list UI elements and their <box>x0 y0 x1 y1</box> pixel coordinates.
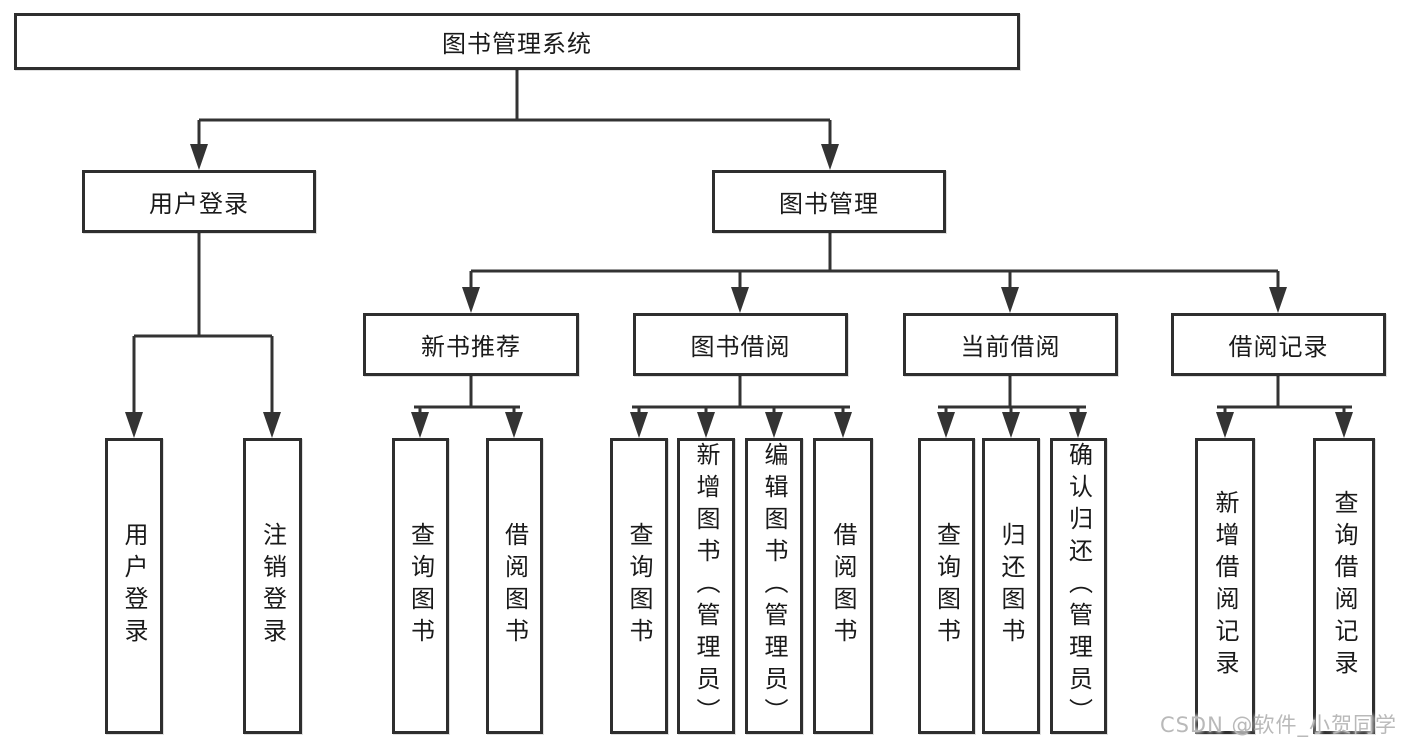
connector-new-book-branch <box>411 376 523 438</box>
node-label: 查询图书 <box>932 522 961 650</box>
leaf-edit-books-admin: 编辑图书（管理员） <box>745 438 803 734</box>
node-label: 新增借阅记录 <box>1211 490 1239 682</box>
leaf-query-books-current: 查询图书 <box>918 438 975 734</box>
node-current-borrow: 当前借阅 <box>903 313 1118 376</box>
arrowhead-icon <box>1216 412 1353 438</box>
node-label: 编辑图书（管理员） <box>760 442 788 730</box>
leaf-user-login: 用户登录 <box>105 438 163 734</box>
node-root: 图书管理系统 <box>14 13 1020 70</box>
leaf-borrow-books-recommend: 借阅图书 <box>486 438 543 734</box>
leaf-add-books-admin: 新增图书（管理员） <box>677 438 735 734</box>
connector-book-management-branch <box>462 233 1287 313</box>
arrowhead-icon <box>462 287 1287 313</box>
node-label: 确认归还（管理员） <box>1064 442 1093 730</box>
csdn-watermark: CSDN @软件_小贺同学 <box>1159 713 1397 737</box>
connector-line <box>414 376 520 424</box>
node-book-management: 图书管理 <box>712 170 946 233</box>
arrowhead-icon <box>190 144 839 170</box>
node-label: 图书借阅 <box>690 333 791 361</box>
node-label: 查询图书 <box>406 522 435 650</box>
node-label: 注销登录 <box>258 522 287 650</box>
node-label: 图书管理 <box>779 190 879 218</box>
arrowhead-icon <box>125 412 281 438</box>
node-label: 借阅记录 <box>1228 333 1329 361</box>
leaf-query-books-recommend: 查询图书 <box>392 438 449 734</box>
leaf-confirm-return-admin: 确认归还（管理员） <box>1050 438 1107 734</box>
node-book-borrow: 图书借阅 <box>633 313 848 376</box>
node-label: 新书推荐 <box>421 333 521 361</box>
node-label: 当前借阅 <box>960 333 1061 361</box>
arrowhead-icon <box>630 412 852 438</box>
connector-book-borrow-branch <box>630 376 852 438</box>
leaf-add-borrow-record: 新增借阅记录 <box>1195 438 1255 734</box>
node-label: 用户登录 <box>149 190 249 218</box>
connector-user-login-branch <box>125 233 281 438</box>
connector-root-to-level2 <box>190 70 839 170</box>
arrowhead-icon <box>411 412 523 438</box>
node-borrow-records: 借阅记录 <box>1171 313 1386 376</box>
node-label: 查询图书 <box>625 522 653 650</box>
leaf-query-books-borrow: 查询图书 <box>610 438 668 734</box>
leaf-query-borrow-record: 查询借阅记录 <box>1313 438 1375 734</box>
connector-line <box>1217 376 1352 424</box>
connector-current-borrow-branch <box>937 376 1087 438</box>
arrowhead-icon <box>937 412 1087 438</box>
node-label: 归还图书 <box>997 522 1025 650</box>
node-user-login: 用户登录 <box>82 170 316 233</box>
leaf-return-books: 归还图书 <box>982 438 1040 734</box>
node-label: 图书管理系统 <box>442 30 592 58</box>
connector-line <box>197 70 832 156</box>
leaf-borrow-books: 借阅图书 <box>813 438 873 734</box>
node-label: 用户登录 <box>120 522 148 650</box>
connector-line <box>132 233 274 424</box>
leaf-logout: 注销登录 <box>243 438 302 734</box>
node-label: 查询借阅记录 <box>1330 490 1358 682</box>
node-label: 新增图书（管理员） <box>692 442 720 730</box>
node-new-book-recommend: 新书推荐 <box>363 313 579 376</box>
node-label: 借阅图书 <box>500 522 529 650</box>
connector-line <box>632 376 850 424</box>
node-label: 借阅图书 <box>829 522 857 650</box>
connector-borrow-record-branch <box>1216 376 1353 438</box>
connector-line <box>469 233 1280 299</box>
